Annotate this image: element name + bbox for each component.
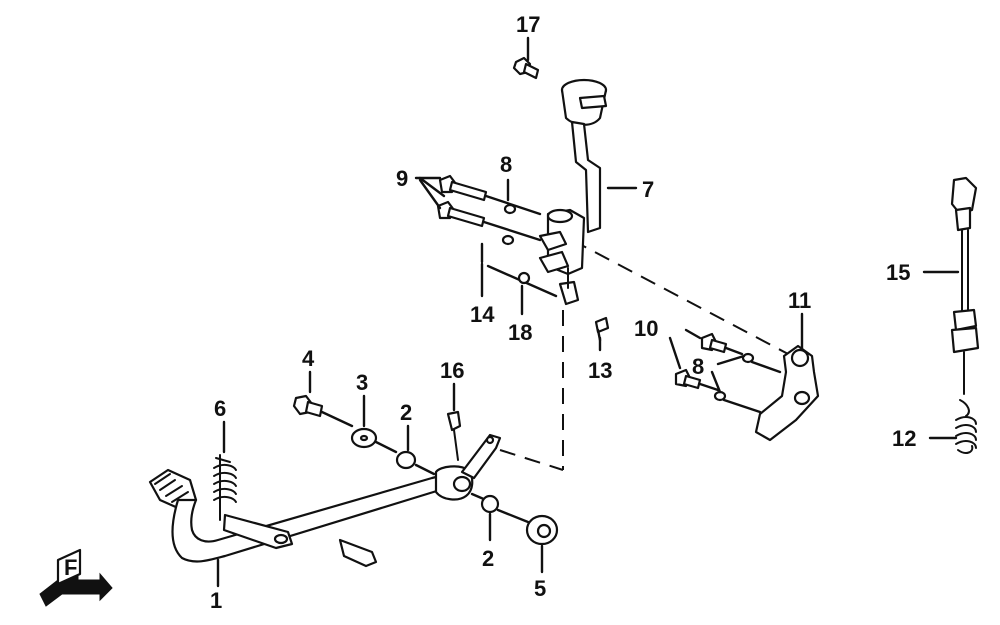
callout-16: 16 (440, 358, 464, 383)
reservoir-bolt-part (512, 56, 540, 80)
o-ring-part-lower (470, 492, 530, 524)
switch-spring-part (955, 399, 977, 454)
clevis-pin-part (594, 316, 610, 342)
washer-part-18 (517, 271, 531, 285)
washers-part-8-upper (501, 203, 517, 246)
callout-18: 18 (508, 320, 532, 345)
brake-pedal-part (148, 433, 502, 568)
callout-2-upper: 2 (400, 400, 412, 425)
callout-14: 14 (470, 302, 495, 327)
callout-13: 13 (588, 358, 612, 383)
master-cylinder-part (538, 78, 608, 306)
bracket-bolts-part-10 (674, 332, 744, 392)
callout-15: 15 (886, 260, 910, 285)
callout-9: 9 (396, 166, 408, 191)
brake-switch-part (950, 176, 980, 395)
callout-12: 12 (892, 426, 916, 451)
front-direction-arrow-icon: F (39, 548, 113, 607)
pedal-spring-part (213, 454, 237, 521)
callout-11: 11 (788, 288, 811, 313)
callout-7: 7 (642, 177, 654, 202)
callout-6: 6 (214, 396, 226, 421)
callout-8-upper: 8 (500, 152, 512, 177)
callout-2-lower: 2 (482, 546, 494, 571)
washer-part-5 (525, 514, 559, 546)
mounting-bolts-part-9 (436, 174, 542, 242)
callout-10: 10 (634, 316, 658, 341)
callout-labels: 17 7 8 9 14 18 13 4 3 2 16 6 1 2 5 10 8 … (210, 12, 916, 613)
mounting-bracket-part (754, 344, 820, 442)
front-mark-label: F (64, 555, 77, 580)
o-ring-part-upper (395, 450, 436, 476)
grease-nipple-part (446, 410, 462, 461)
callout-17: 17 (516, 12, 540, 37)
callout-8-lower: 8 (692, 354, 704, 379)
callout-leader-lines (216, 36, 960, 588)
callout-4: 4 (302, 346, 315, 371)
callout-3: 3 (356, 370, 368, 395)
pivot-bolt-part (292, 394, 354, 428)
cotter-pin-part (480, 242, 558, 298)
washer-part-3 (350, 427, 398, 454)
callout-1: 1 (210, 588, 222, 613)
callout-5: 5 (534, 576, 546, 601)
